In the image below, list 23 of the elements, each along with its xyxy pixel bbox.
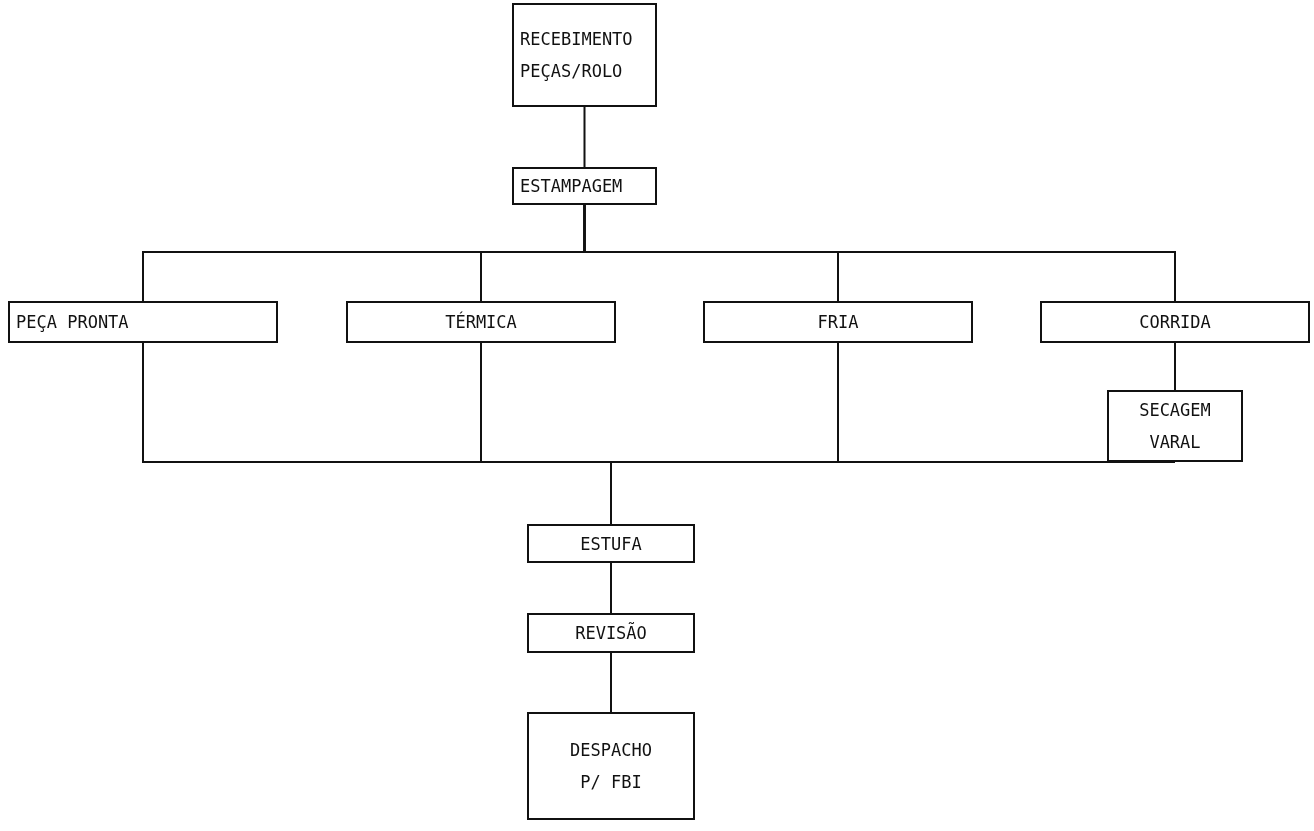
process-box	[527, 613, 695, 653]
process-box	[1107, 390, 1243, 462]
box-label: PEÇA PRONTA	[16, 311, 129, 334]
connector-line	[610, 652, 612, 713]
box-label: DESPACHO P/ FBI	[569, 739, 653, 794]
box-label: RECEBIMENTO PEÇAS/ROLO	[520, 28, 634, 83]
process-box	[512, 3, 657, 107]
process-box	[8, 301, 278, 343]
box-label: ESTAMPAGEM	[520, 175, 623, 198]
box-label: ESTUFA	[580, 532, 642, 556]
process-box	[1040, 301, 1310, 343]
box-label: REVISÃO	[575, 621, 647, 645]
box-label: TÉRMICA	[445, 310, 517, 334]
process-box	[527, 712, 695, 820]
box-label: FRIA	[817, 311, 859, 334]
box-label: SECAGEM VARAL	[1138, 399, 1212, 454]
connector-line	[1174, 342, 1176, 391]
box-label: CORRIDA	[1139, 311, 1211, 334]
process-box	[346, 301, 616, 343]
process-box	[703, 301, 973, 343]
process-box	[512, 167, 657, 205]
process-box	[527, 524, 695, 563]
connector-line	[583, 204, 1176, 302]
